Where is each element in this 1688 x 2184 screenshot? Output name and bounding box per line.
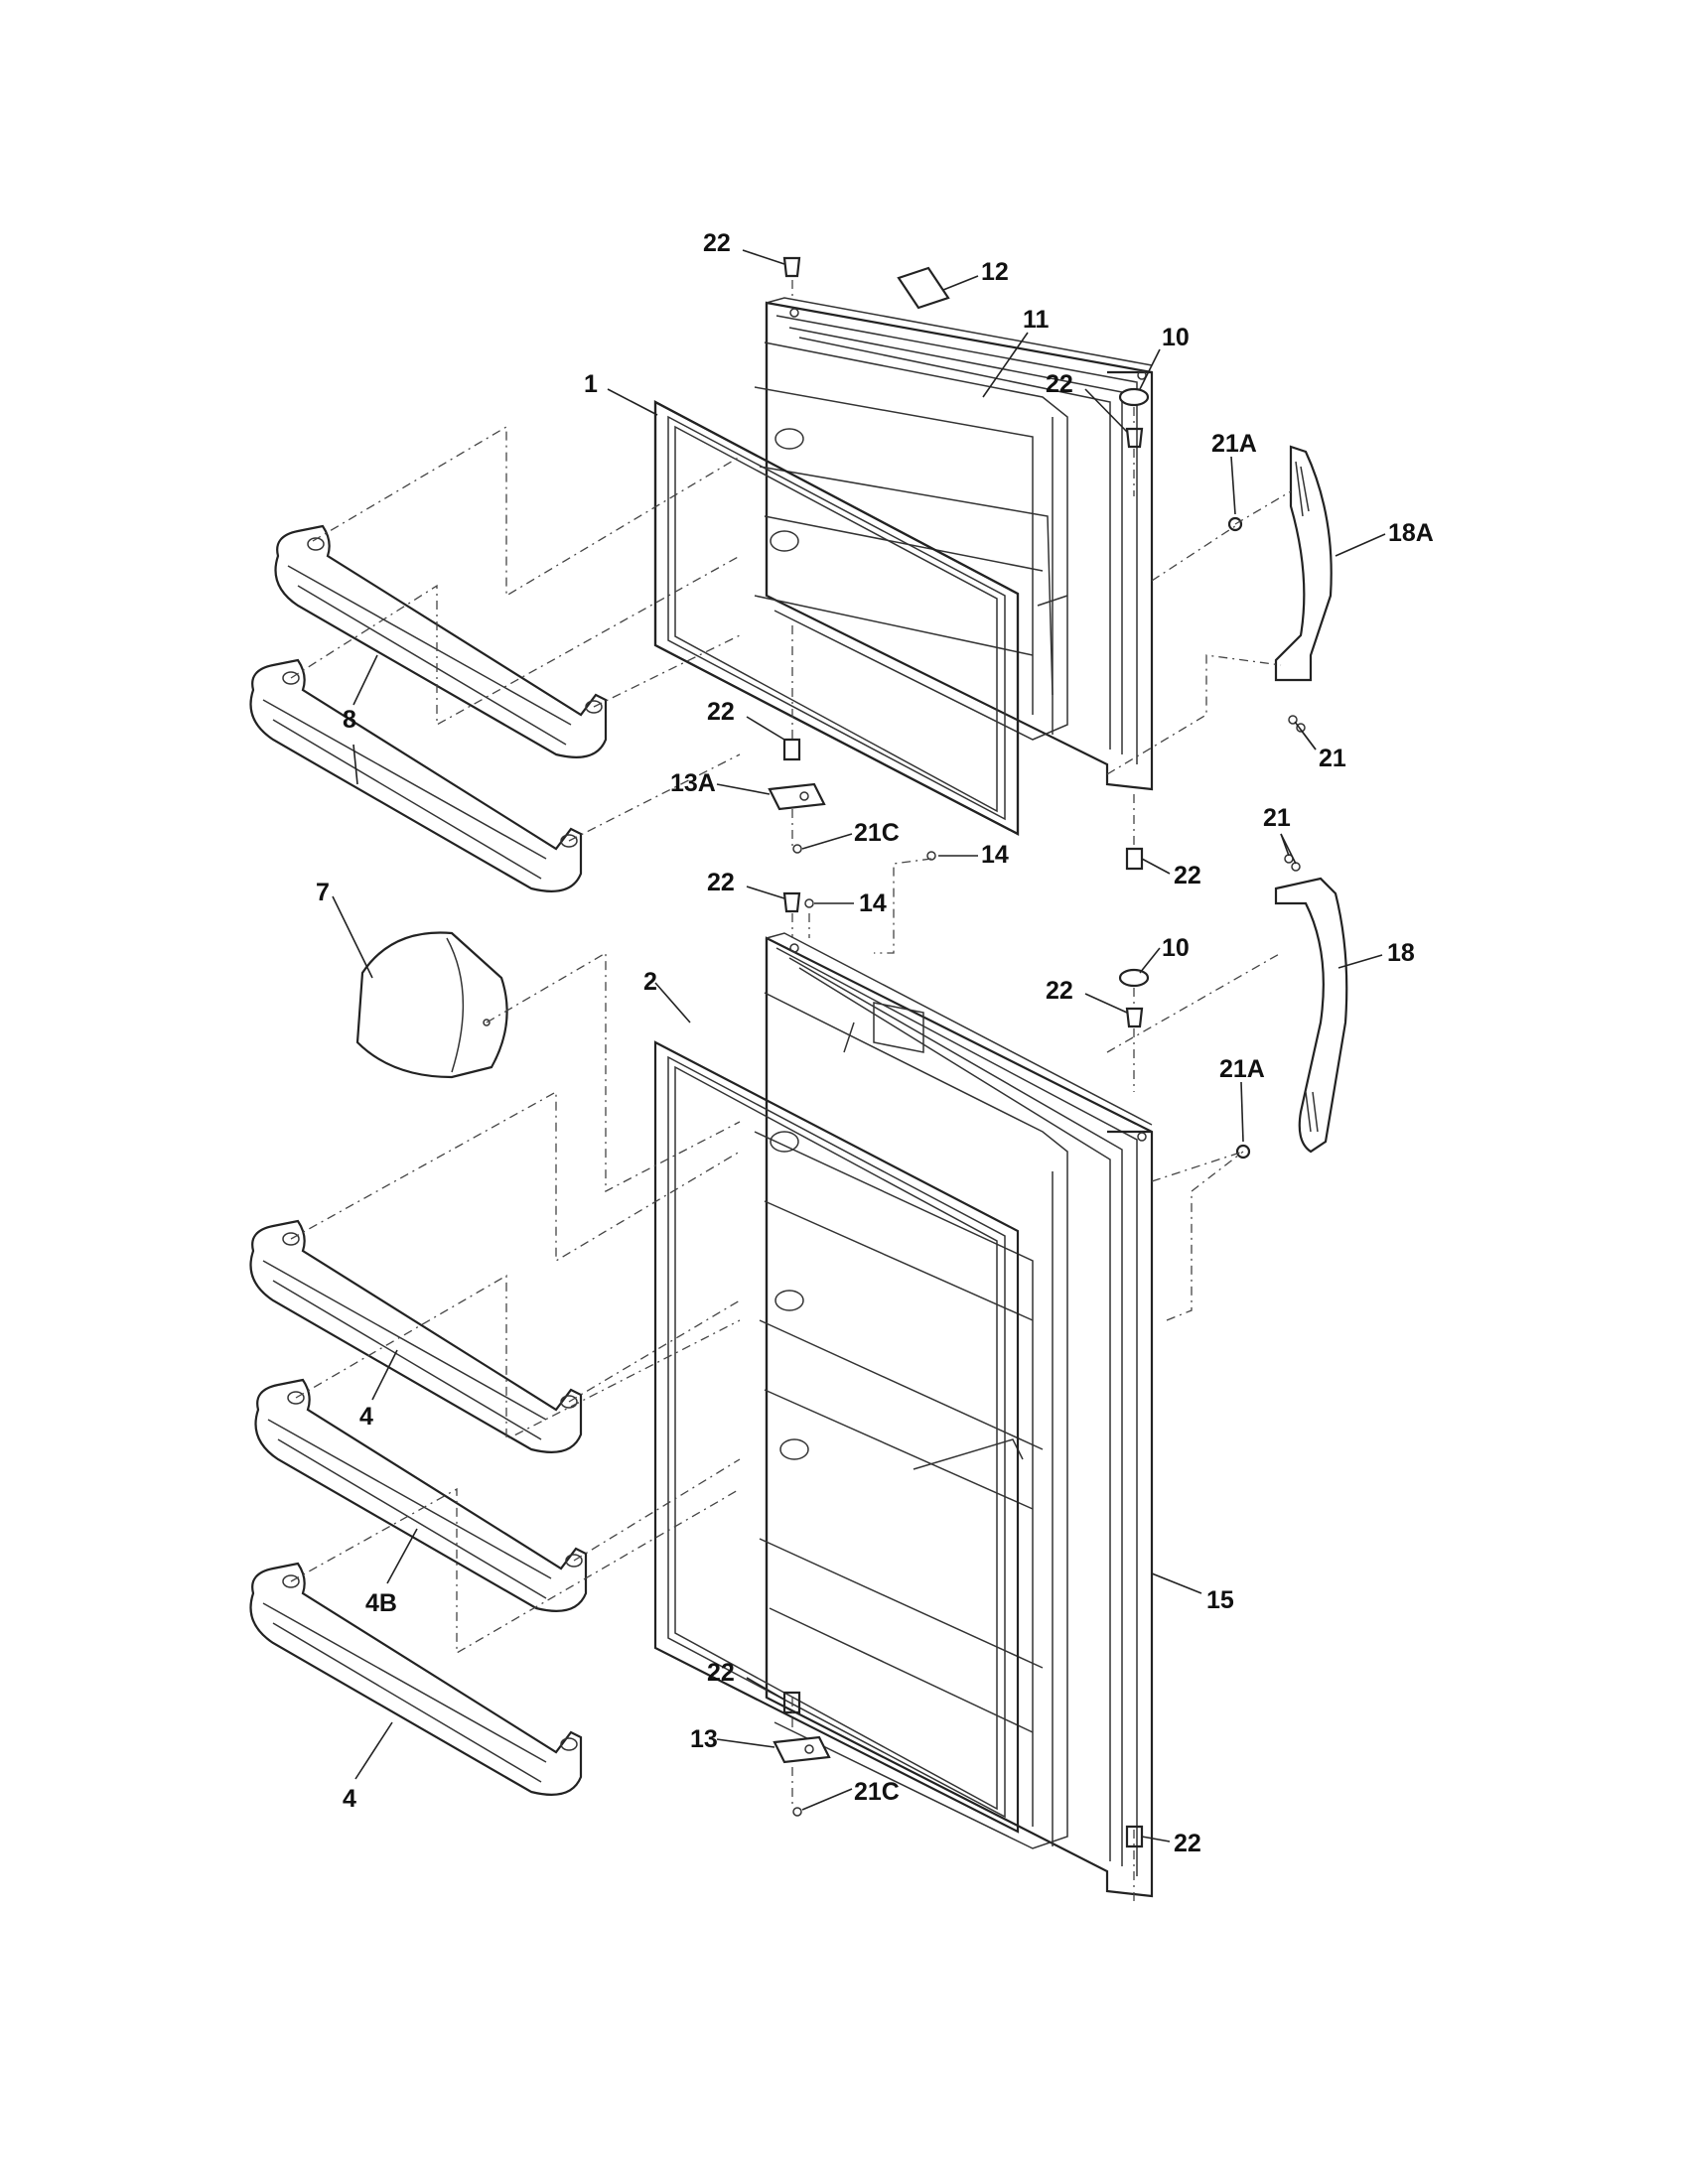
label-22: 22 bbox=[1046, 370, 1073, 398]
label-8: 8 bbox=[343, 706, 356, 734]
label-4: 4 bbox=[343, 1785, 356, 1813]
label-21A: 21A bbox=[1219, 1055, 1265, 1083]
label-7: 7 bbox=[316, 879, 330, 906]
label-4B: 4B bbox=[365, 1589, 397, 1617]
label-21: 21 bbox=[1263, 804, 1291, 832]
label-2: 2 bbox=[643, 968, 657, 996]
handle-18A bbox=[1274, 445, 1333, 682]
label-22: 22 bbox=[707, 869, 735, 896]
assembly-lines bbox=[290, 280, 1292, 1901]
label-22: 22 bbox=[1174, 1830, 1201, 1857]
label-22: 22 bbox=[707, 698, 735, 726]
label-10: 10 bbox=[1162, 324, 1190, 351]
label-18A: 18A bbox=[1388, 519, 1434, 547]
leader-lines bbox=[332, 249, 1386, 1843]
freezer-door bbox=[754, 297, 1154, 791]
label-22: 22 bbox=[707, 1659, 735, 1687]
handle-18 bbox=[1274, 877, 1348, 1154]
label-13A: 13A bbox=[670, 769, 716, 797]
butter-dish-7 bbox=[355, 931, 508, 1079]
label-4: 4 bbox=[359, 1403, 373, 1431]
part-labels: 22 12 11 10 22 1 21A 18A 8 22 21 13A 21C… bbox=[316, 229, 1434, 1857]
fresh-food-door-gasket bbox=[653, 1040, 1020, 1834]
label-14: 14 bbox=[981, 841, 1009, 869]
label-22: 22 bbox=[703, 229, 731, 257]
freezer-door-gasket bbox=[653, 400, 1020, 836]
label-22: 22 bbox=[1046, 977, 1073, 1005]
label-13: 13 bbox=[690, 1725, 718, 1753]
label-11: 11 bbox=[1023, 306, 1050, 334]
label-15: 15 bbox=[1206, 1586, 1234, 1614]
door-shelf-8-lower bbox=[249, 658, 583, 892]
label-22: 22 bbox=[1174, 862, 1201, 889]
label-21: 21 bbox=[1319, 745, 1346, 772]
label-21C: 21C bbox=[854, 1778, 900, 1806]
label-14: 14 bbox=[859, 889, 887, 917]
label-21A: 21A bbox=[1211, 430, 1257, 458]
small-hardware bbox=[768, 256, 1306, 1848]
label-10: 10 bbox=[1162, 934, 1190, 962]
door-shelf-4-bottom bbox=[249, 1562, 583, 1796]
label-18: 18 bbox=[1387, 939, 1415, 967]
door-shelf-4-top bbox=[249, 1219, 583, 1453]
fresh-food-door bbox=[754, 932, 1154, 1898]
label-12: 12 bbox=[981, 258, 1009, 286]
label-1: 1 bbox=[584, 370, 598, 398]
label-21C: 21C bbox=[854, 819, 900, 847]
door-shelf-4B bbox=[254, 1378, 588, 1612]
door-shelf-8-upper bbox=[274, 524, 608, 758]
